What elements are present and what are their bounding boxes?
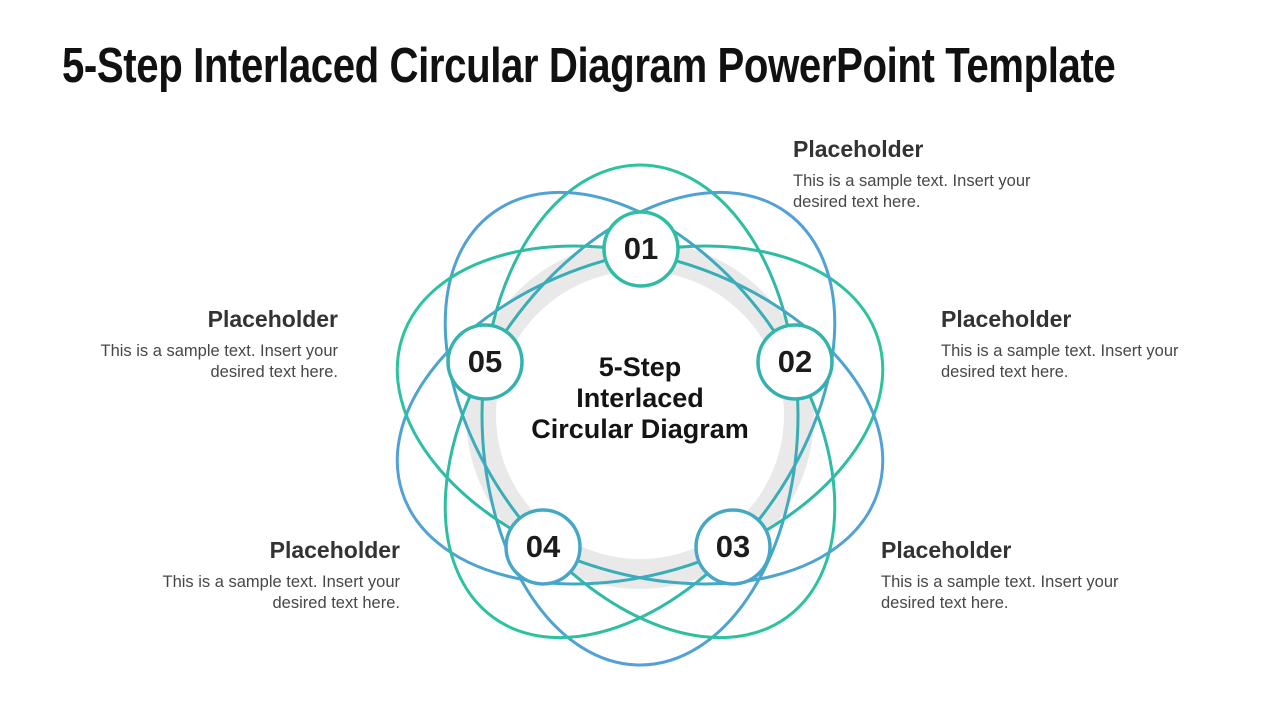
petal-ellipse-4 xyxy=(443,190,837,640)
step-circle-02 xyxy=(756,323,834,401)
step-circle-01 xyxy=(602,210,680,288)
placeholder-heading: Placeholder xyxy=(793,136,924,162)
center-label-line3: Circular Diagram xyxy=(531,414,749,444)
placeholder-right: Placeholder This is a sample text. Inser… xyxy=(941,306,1187,382)
placeholder-body: This is a sample text. Insert your desir… xyxy=(941,342,1179,381)
step-circle-03 xyxy=(694,508,772,586)
placeholder-heading: Placeholder xyxy=(207,306,338,332)
petal-ellipse-1 xyxy=(480,163,800,667)
step-circle-04 xyxy=(504,508,582,586)
placeholder-body: This is a sample text. Insert your desir… xyxy=(881,573,1119,612)
placeholder-bottom-left: Placeholder This is a sample text. Inser… xyxy=(154,537,400,613)
petal-ellipse-2 xyxy=(395,244,885,586)
step-number-05: 05 xyxy=(467,344,503,379)
step-circle-05 xyxy=(446,323,524,401)
placeholder-top-right: Placeholder This is a sample text. Inser… xyxy=(793,136,1039,212)
placeholder-body: This is a sample text. Insert your desir… xyxy=(162,573,400,612)
placeholder-left: Placeholder This is a sample text. Inser… xyxy=(92,306,338,382)
petal-ellipse-5 xyxy=(395,244,885,586)
center-label-line1: 5-Step xyxy=(598,352,682,382)
slide-title: 5-Step Interlaced Circular Diagram Power… xyxy=(62,39,1116,93)
placeholder-bottom-right: Placeholder This is a sample text. Inser… xyxy=(881,537,1127,613)
diagram-center-label: 5-Step Interlaced Circular Diagram xyxy=(490,352,790,445)
step-number-02: 02 xyxy=(777,344,813,379)
placeholder-body: This is a sample text. Insert your desir… xyxy=(793,172,1031,211)
step-number-04: 04 xyxy=(525,529,561,564)
petal-ellipse-3 xyxy=(443,190,837,640)
step-number-01: 01 xyxy=(623,231,659,266)
step-number-03: 03 xyxy=(715,529,751,564)
placeholder-body: This is a sample text. Insert your desir… xyxy=(100,342,338,381)
placeholder-heading: Placeholder xyxy=(269,537,400,563)
placeholder-heading: Placeholder xyxy=(941,306,1072,332)
center-label-line2: Interlaced xyxy=(576,383,704,413)
placeholder-heading: Placeholder xyxy=(881,537,1012,563)
